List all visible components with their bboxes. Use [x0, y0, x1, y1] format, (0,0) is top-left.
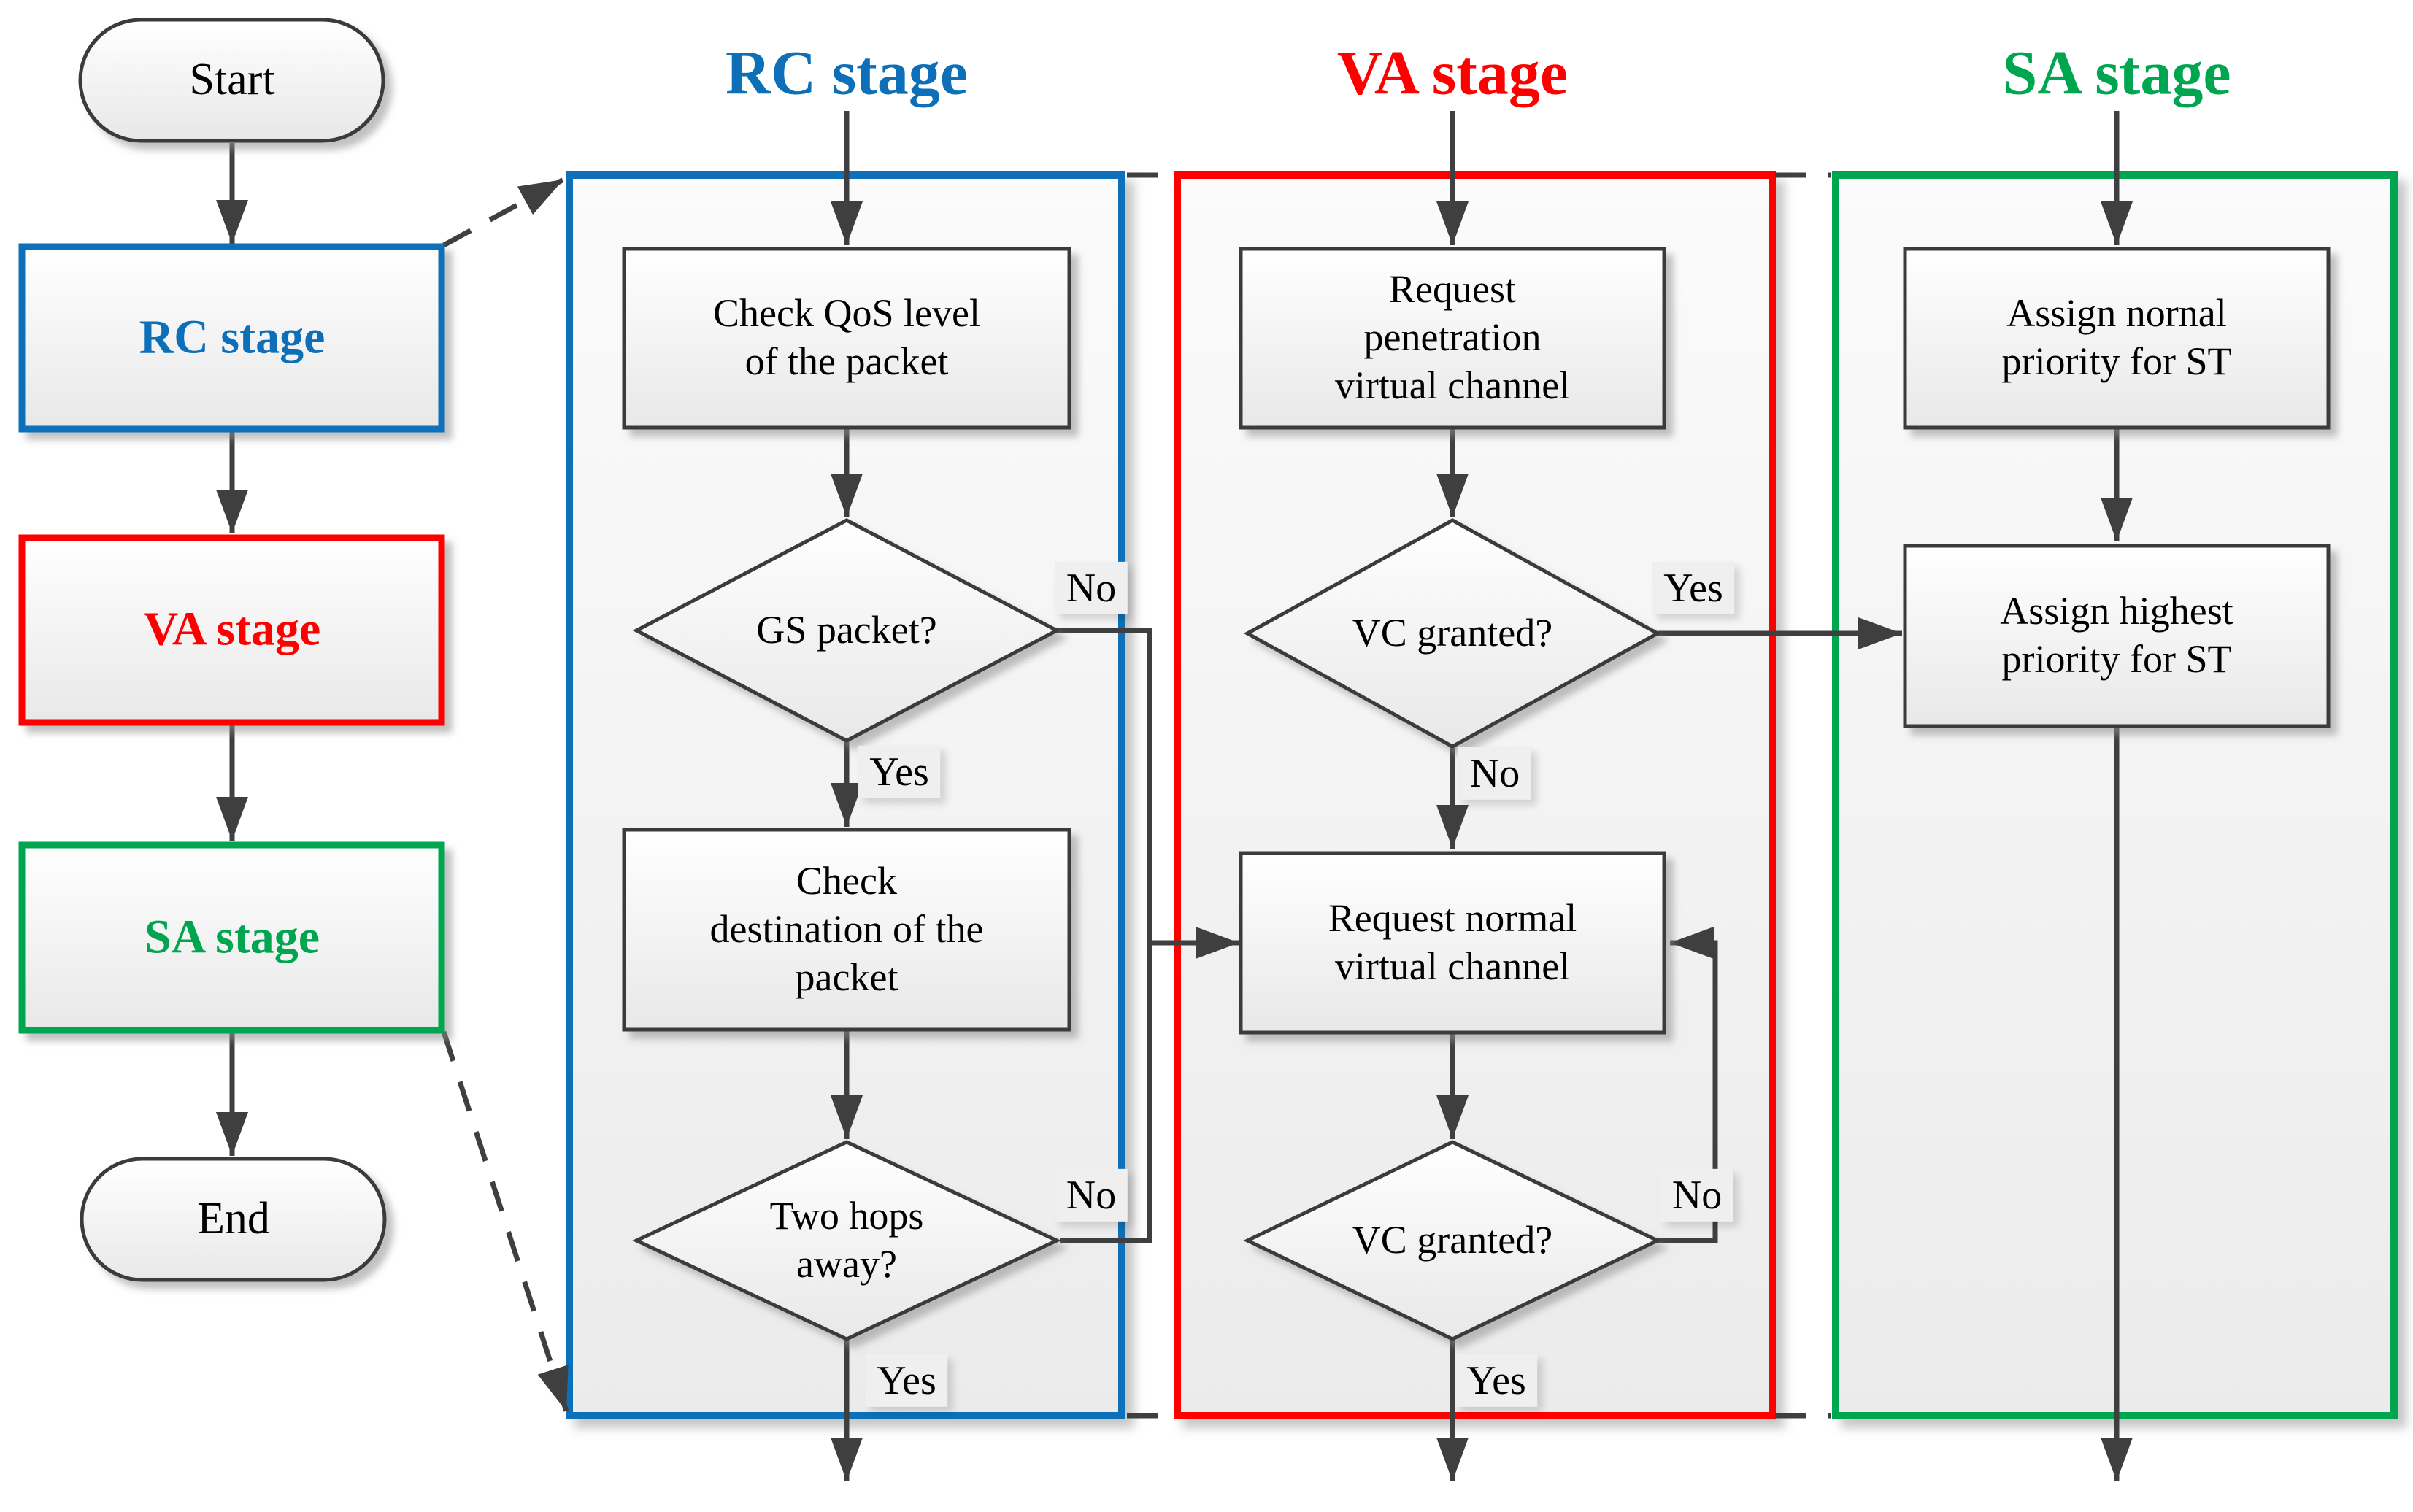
check-qos-label: Check QoS level of the packet [713, 291, 980, 383]
check-destination-label: Check destination of the packet [709, 859, 984, 999]
request-normal-box [1239, 851, 1666, 1035]
check-destination-box [622, 828, 1071, 1032]
request-penetration-label: Request penetration virtual channel [1334, 267, 1571, 407]
va-mini-label: VA stage [143, 602, 321, 656]
rc-column-title: RC stage [726, 37, 968, 108]
request-normal-label: Request normal virtual channel [1328, 896, 1577, 988]
gs-packet-diamond [632, 518, 1061, 743]
gs-yes-label: Yes [858, 745, 941, 799]
arrow-vc2-no-feedback [1658, 927, 1718, 1243]
two-hops-label: Two hops away? [769, 1194, 924, 1286]
assign-normal-box [1903, 247, 2331, 430]
line-gs-no-route [1057, 628, 1152, 1243]
end-label: End [197, 1194, 270, 1244]
vc-granted-2-diamond [1243, 1140, 1662, 1341]
request-penetration-box [1239, 247, 1666, 430]
start-label: Start [189, 55, 275, 105]
vc-granted-1-diamond [1243, 518, 1662, 749]
sa-mini-label: SA stage [144, 910, 320, 964]
vc1-no-label: No [1458, 747, 1532, 801]
va-column-title: VA stage [1336, 37, 1569, 108]
sa-column-title: SA stage [2002, 37, 2231, 108]
check-qos-box [622, 247, 1071, 430]
assign-highest-label: Assign highest priority for ST [2000, 589, 2233, 681]
rc-mini-box [18, 243, 445, 433]
vc-granted-2-label: VC granted? [1352, 1218, 1553, 1262]
start-terminator [78, 18, 385, 143]
vc2-no-label: No [1660, 1168, 1734, 1222]
gs-packet-label: GS packet? [756, 608, 937, 652]
two-hops-yes-label: Yes [865, 1354, 948, 1408]
rc-mini-label: RC stage [139, 310, 326, 364]
va-mini-box [18, 534, 445, 726]
end-terminator [80, 1157, 387, 1282]
vc2-yes-label: Yes [1455, 1354, 1538, 1408]
dashed-expand-bottom-connector [441, 1030, 569, 1413]
sa-mini-box [18, 841, 445, 1034]
vc-granted-1-label: VC granted? [1352, 611, 1553, 655]
dashed-expand-top-connector [442, 177, 565, 248]
gs-no-label: No [1054, 561, 1128, 615]
vc1-yes-label: Yes [1652, 561, 1735, 615]
two-hops-diamond [632, 1140, 1061, 1341]
assign-normal-label: Assign nornal priority for ST [2001, 291, 2232, 383]
assign-highest-box [1903, 544, 2331, 728]
two-hops-no-label: No [1054, 1168, 1128, 1222]
